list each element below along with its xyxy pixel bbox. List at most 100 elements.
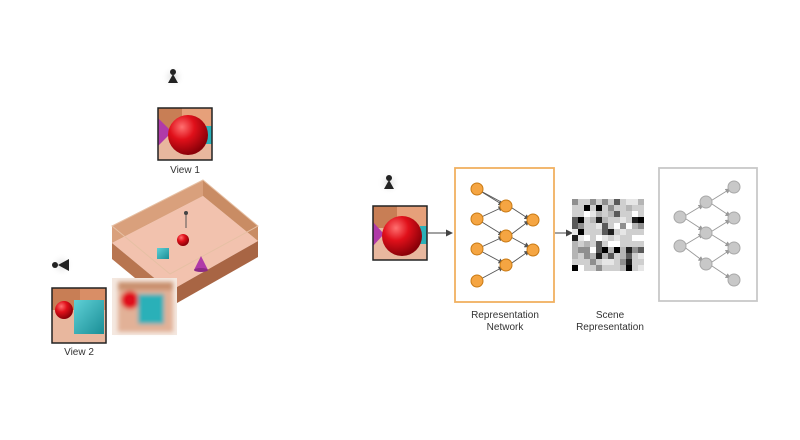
network-node (470, 212, 484, 226)
network-node (699, 195, 713, 209)
scene-grid-cell (590, 241, 596, 247)
scene-grid-cell (602, 241, 608, 247)
scene-grid-cell (596, 241, 602, 247)
network-node (727, 211, 741, 225)
scene-grid-cell (608, 259, 614, 265)
scene-grid-cell (626, 259, 632, 265)
scene-grid-cell (596, 223, 602, 229)
network-node (470, 242, 484, 256)
scene-grid-cell (620, 205, 626, 211)
scene-grid-cell (578, 199, 584, 205)
scene-grid-cell (620, 199, 626, 205)
scene-grid-cell (590, 211, 596, 217)
scene-grid-cell (596, 229, 602, 235)
scene-grid-cell (620, 223, 626, 229)
scene-grid-cell (572, 253, 578, 259)
scene-grid-cell (572, 217, 578, 223)
scene-grid-cell (620, 259, 626, 265)
network-node (699, 226, 713, 240)
scene-grid-cell (584, 223, 590, 229)
scene-grid-cell (590, 199, 596, 205)
scene-grid-cell (626, 241, 632, 247)
scene-grid-cell (638, 229, 644, 235)
scene-representation-grid (572, 199, 644, 271)
scene-grid-cell (602, 265, 608, 271)
network-node (727, 180, 741, 194)
scene-grid-cell (584, 241, 590, 247)
scene-grid-cell (578, 253, 584, 259)
scene-grid-cell (608, 199, 614, 205)
scene-grid-cell (638, 241, 644, 247)
scene-grid-cell (596, 259, 602, 265)
network-node (470, 274, 484, 288)
scene-grid-cell (590, 259, 596, 265)
scene-grid-cell (614, 253, 620, 259)
network-node (499, 229, 513, 243)
representation-network-label: Representation Network (455, 310, 555, 334)
scene-grid-cell (608, 217, 614, 223)
scene-grid-cell (632, 265, 638, 271)
representation-network-label-line1: Representation (471, 310, 539, 321)
network-node (470, 182, 484, 196)
scene-grid-cell (584, 235, 590, 241)
scene-grid-cell (572, 259, 578, 265)
scene-grid-cell (620, 265, 626, 271)
scene-representation-label-line1: Scene (595, 310, 625, 321)
scene-grid-cell (626, 199, 632, 205)
scene-grid-cell (572, 223, 578, 229)
scene-grid-cell (572, 205, 578, 211)
scene-grid-cell (638, 235, 644, 241)
scene-grid-cell (608, 235, 614, 241)
scene-grid-cell (608, 247, 614, 253)
scene-grid-cell (602, 247, 608, 253)
camera-icon (377, 171, 401, 195)
scene-grid-cell (584, 211, 590, 217)
scene-grid-cell (638, 247, 644, 253)
scene-grid-cell (632, 241, 638, 247)
scene-grid-cell (638, 217, 644, 223)
scene-grid-cell (632, 199, 638, 205)
scene-grid-cell (614, 259, 620, 265)
scene-grid-cell (590, 229, 596, 235)
scene-grid-cell (572, 229, 578, 235)
scene-grid-cell (596, 199, 602, 205)
scene-grid-cell (602, 235, 608, 241)
scene-grid-cell (614, 241, 620, 247)
scene-grid-cell (578, 223, 584, 229)
scene-grid-cell (578, 259, 584, 265)
scene-grid-cell (608, 205, 614, 211)
scene-grid-cell (608, 229, 614, 235)
scene-grid-cell (638, 199, 644, 205)
scene-grid-cell (584, 265, 590, 271)
scene-grid-cell (620, 229, 626, 235)
scene-grid-cell (620, 253, 626, 259)
scene-grid-cell (602, 199, 608, 205)
scene-grid-cell (596, 205, 602, 211)
scene-grid-cell (578, 247, 584, 253)
scene-grid-cell (596, 247, 602, 253)
network-node (699, 257, 713, 271)
scene-grid-cell (626, 229, 632, 235)
scene-grid-cell (620, 217, 626, 223)
scene-grid-cell (590, 247, 596, 253)
scene-grid-cell (638, 253, 644, 259)
scene-grid-cell (632, 259, 638, 265)
scene-grid-cell (608, 253, 614, 259)
scene-grid-cell (626, 217, 632, 223)
view-1-thumbnail (157, 107, 213, 161)
scene-grid-cell (578, 211, 584, 217)
scene-grid-cell (614, 205, 620, 211)
scene-grid-cell (602, 217, 608, 223)
generation-network (658, 167, 758, 302)
scene-grid-cell (626, 205, 632, 211)
camera-icon (50, 253, 74, 277)
scene-grid-cell (590, 217, 596, 223)
network-node (526, 243, 540, 257)
scene-grid-cell (572, 211, 578, 217)
scene-grid-cell (602, 229, 608, 235)
scene-grid-cell (626, 235, 632, 241)
scene-grid-cell (626, 265, 632, 271)
scene-grid-cell (638, 259, 644, 265)
scene-representation-label: Scene Representation (560, 310, 660, 334)
scene-grid-cell (584, 229, 590, 235)
